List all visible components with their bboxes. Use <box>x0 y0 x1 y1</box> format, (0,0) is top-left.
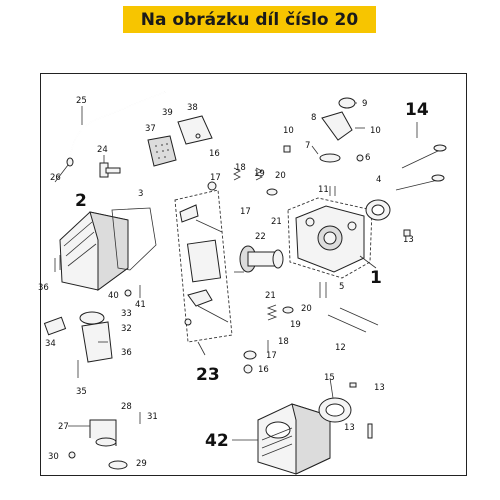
label-5: 5 <box>339 282 344 292</box>
label-37: 37 <box>145 124 156 134</box>
studs-part-12 <box>327 307 379 333</box>
label-25: 25 <box>76 96 87 106</box>
label-17b: 17 <box>240 207 251 217</box>
nut-part-40 <box>124 289 132 297</box>
valve-springs-lower <box>243 304 294 374</box>
label-36a: 36 <box>38 283 49 293</box>
dowel-parts-13 <box>349 229 411 439</box>
label-16: 16 <box>209 149 220 159</box>
label-22: 22 <box>255 232 266 242</box>
breather-parts <box>43 311 113 378</box>
label-1: 1 <box>370 268 382 288</box>
label-19b: 19 <box>290 320 301 330</box>
label-26: 26 <box>50 173 61 183</box>
label-8: 8 <box>311 113 316 123</box>
label-14: 14 <box>405 100 429 120</box>
label-20b: 20 <box>301 304 312 314</box>
label-18a: 18 <box>235 163 246 173</box>
label-16b: 16 <box>258 365 269 375</box>
diagram-frame <box>40 73 467 476</box>
label-15: 15 <box>324 373 335 383</box>
banner-text: Na obrázku díl číslo 20 <box>140 9 359 30</box>
label-10a: 10 <box>370 126 381 136</box>
hose-part-25 <box>66 91 166 167</box>
label-2: 2 <box>75 191 87 211</box>
label-12: 12 <box>335 343 346 353</box>
bolts-part-5 <box>319 282 327 298</box>
label-4: 4 <box>376 175 381 185</box>
label-3: 3 <box>138 189 143 199</box>
label-36b: 36 <box>121 348 132 358</box>
label-34: 34 <box>45 339 56 349</box>
label-32: 32 <box>121 324 132 334</box>
filter-part-37 <box>147 135 177 167</box>
cylinder-block-part-42 <box>257 403 331 475</box>
leader-lines <box>54 102 418 441</box>
label-13c: 13 <box>344 423 355 433</box>
label-29: 29 <box>136 459 147 469</box>
label-42: 42 <box>205 431 229 451</box>
callout-labels: 2 14 1 23 42 25 26 24 3 39 38 37 16 18 1… <box>38 96 429 469</box>
label-28: 28 <box>121 402 132 412</box>
label-27: 27 <box>58 422 69 432</box>
label-38: 38 <box>187 103 198 113</box>
label-13b: 13 <box>374 383 385 393</box>
valves-part-14 <box>395 144 447 191</box>
label-24: 24 <box>97 145 108 155</box>
head-cover-part-2 <box>59 211 129 291</box>
valve-springs-upper <box>207 167 278 196</box>
label-33: 33 <box>121 309 132 319</box>
camshaft-part-22 <box>234 245 284 273</box>
label-20a: 20 <box>275 171 286 181</box>
cover-part-38 <box>177 115 213 145</box>
title-banner: Na obrázku díl číslo 20 <box>123 6 376 33</box>
intake-parts <box>311 97 365 163</box>
studs-part-11 <box>329 186 336 196</box>
label-30: 30 <box>48 452 59 462</box>
bolts-part-36 <box>54 255 61 272</box>
gasket-part-15 <box>318 397 352 423</box>
label-21a: 21 <box>271 217 282 227</box>
rocker-assembly-box-23 <box>174 189 233 356</box>
label-23: 23 <box>196 365 220 385</box>
nut-part-10 <box>283 145 291 153</box>
gasket-part-3 <box>111 207 157 271</box>
label-6: 6 <box>365 153 370 163</box>
label-11: 11 <box>318 185 329 195</box>
label-39: 39 <box>162 108 173 118</box>
fitting-part-24 <box>99 155 121 178</box>
label-19a: 19 <box>254 169 265 179</box>
gasket-part-4 <box>365 199 391 221</box>
label-18b: 18 <box>278 337 289 347</box>
bracket-parts <box>68 412 141 470</box>
cylinder-head-part-1 <box>287 197 373 279</box>
label-7: 7 <box>305 141 310 151</box>
label-41: 41 <box>135 300 146 310</box>
label-21b: 21 <box>265 291 276 301</box>
label-40: 40 <box>108 291 119 301</box>
label-9: 9 <box>362 99 367 109</box>
label-31: 31 <box>147 412 158 422</box>
label-13a: 13 <box>403 235 414 245</box>
label-10b: 10 <box>283 126 294 136</box>
label-35: 35 <box>76 387 87 397</box>
label-17a: 17 <box>210 173 221 183</box>
label-17c: 17 <box>266 351 277 361</box>
